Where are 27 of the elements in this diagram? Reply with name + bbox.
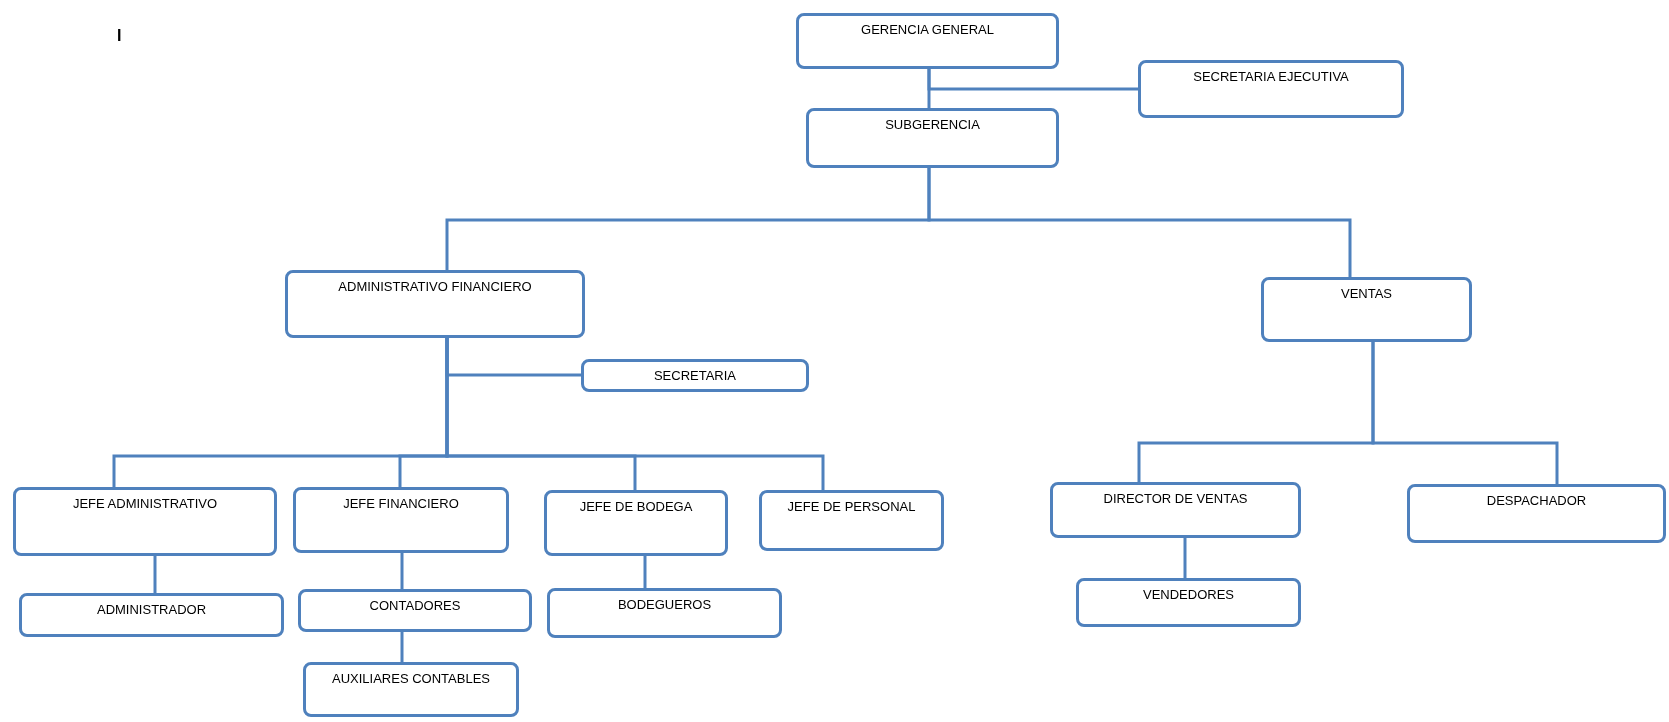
org-box: AUXILIARES CONTABLES — [303, 662, 519, 717]
connector-line — [445, 338, 825, 490]
org-box: DIRECTOR DE VENTAS — [1050, 482, 1301, 538]
connector-line — [153, 556, 157, 593]
org-box: GERENCIA GENERAL — [796, 13, 1059, 69]
org-box: SECRETARIA EJECUTIVA — [1138, 60, 1404, 118]
org-box: JEFE DE BODEGA — [544, 490, 728, 556]
connector-line — [1183, 538, 1187, 578]
connector-line — [400, 553, 404, 589]
org-box: SECRETARIA — [581, 359, 809, 392]
org-box: SUBGERENCIA — [806, 108, 1059, 168]
text-mark: I — [117, 28, 122, 44]
connector-line — [400, 632, 404, 662]
org-box: VENDEDORES — [1076, 578, 1301, 627]
org-box: VENTAS — [1261, 277, 1472, 342]
org-box: JEFE FINANCIERO — [293, 487, 509, 553]
connector-line — [643, 556, 647, 588]
org-box: DESPACHADOR — [1407, 484, 1666, 543]
connector-line — [927, 69, 931, 108]
org-box: JEFE DE PERSONAL — [759, 490, 944, 551]
org-box: ADMINISTRADOR — [19, 593, 284, 637]
connector-line — [1371, 342, 1559, 484]
org-box: CONTADORES — [298, 589, 532, 632]
org-box: ADMINISTRATIVO FINANCIERO — [285, 270, 585, 338]
connector-line — [927, 168, 1352, 277]
org-box: JEFE ADMINISTRATIVO — [13, 487, 277, 556]
org-box: BODEGUEROS — [547, 588, 782, 638]
